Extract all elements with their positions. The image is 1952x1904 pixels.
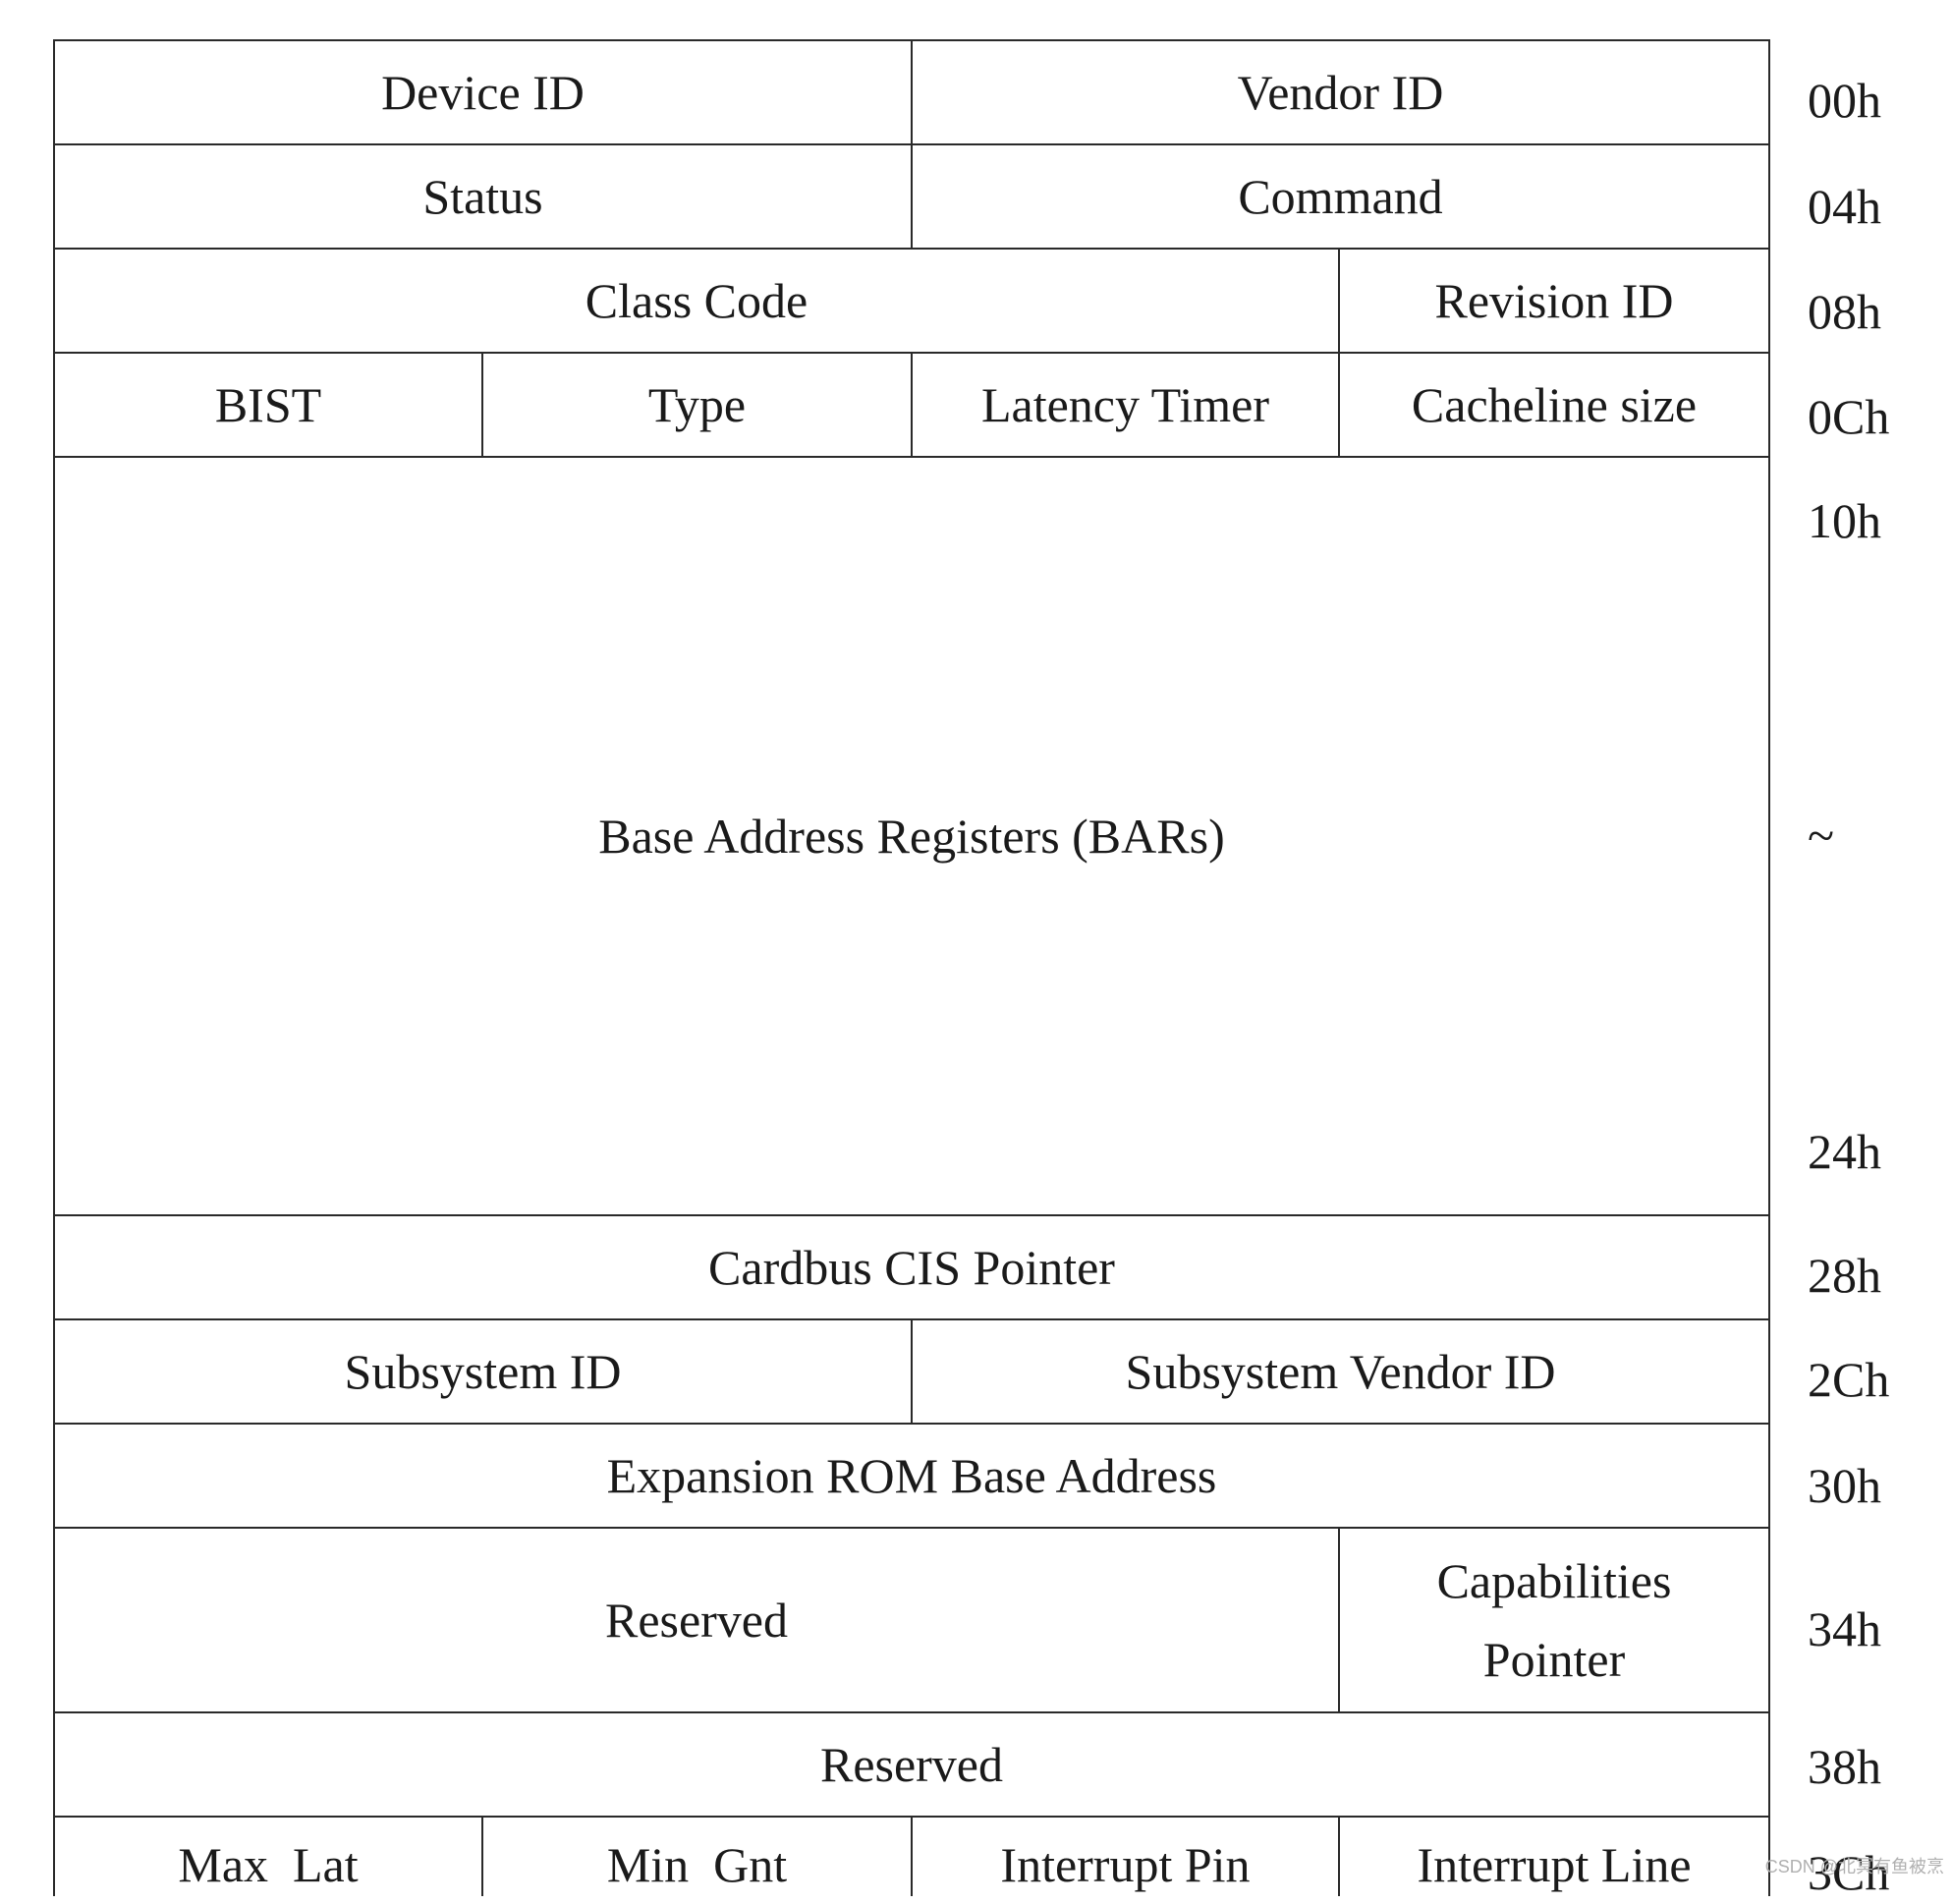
register-reserved-34h: Reserved xyxy=(53,1527,1340,1713)
offset-label-38h: 38h xyxy=(1808,1739,1881,1794)
register-label: Subsystem ID xyxy=(344,1344,622,1399)
offset-label-2ch: 2Ch xyxy=(1808,1352,1890,1407)
register-label: Cardbus CIS Pointer xyxy=(708,1240,1115,1295)
register-label: Vendor ID xyxy=(1237,65,1444,120)
register-label: Status xyxy=(422,169,543,224)
register-label: Reserved xyxy=(604,1593,789,1648)
offset-label-34h: 34h xyxy=(1808,1601,1881,1656)
register-revision-id: Revision ID xyxy=(1338,248,1770,354)
offset-label-30h: 30h xyxy=(1808,1458,1881,1513)
register-label: Command xyxy=(1238,169,1443,224)
register-subsystem-id: Subsystem ID xyxy=(53,1318,913,1425)
register-class-code: Class Code xyxy=(53,248,1340,354)
register-label: Type xyxy=(647,377,747,432)
register-label: Expansion ROM Base Address xyxy=(606,1448,1217,1503)
register-bist: BIST xyxy=(53,352,483,458)
register-label: Class Code xyxy=(585,273,809,328)
register-label: Interrupt Pin xyxy=(1000,1837,1251,1892)
register-expansion-rom-base-address: Expansion ROM Base Address xyxy=(53,1423,1770,1529)
offset-label-tilde: ~ xyxy=(1808,808,1835,863)
register-min-gnt: Min Gnt xyxy=(481,1816,913,1896)
register-label: Max Lat xyxy=(178,1837,359,1892)
register-label: Interrupt Line xyxy=(1417,1837,1692,1892)
register-label: Capabilities Pointer xyxy=(1436,1553,1672,1687)
register-max-lat: Max Lat xyxy=(53,1816,483,1896)
register-bars: Base Address Registers (BARs) xyxy=(53,456,1770,1216)
offset-label-0ch: 0Ch xyxy=(1808,389,1890,444)
watermark: CSDN @北冥有鱼被烹 xyxy=(1764,1857,1944,1876)
register-label: Revision ID xyxy=(1434,273,1674,328)
register-label: Cacheline size xyxy=(1411,377,1698,432)
register-label: Reserved xyxy=(819,1737,1004,1792)
offset-label-28h: 28h xyxy=(1808,1248,1881,1303)
register-cardbus-cis-pointer: Cardbus CIS Pointer xyxy=(53,1214,1770,1320)
register-subsystem-vendor-id: Subsystem Vendor ID xyxy=(911,1318,1770,1425)
offset-label-3ch: 3Ch xyxy=(1808,1845,1890,1900)
register-label: Device ID xyxy=(381,65,585,120)
register-reserved-38h: Reserved xyxy=(53,1711,1770,1818)
register-device-id: Device ID xyxy=(53,39,913,145)
register-type: Type xyxy=(481,352,913,458)
register-capabilities-pointer: Capabilities Pointer xyxy=(1338,1527,1770,1713)
register-interrupt-pin: Interrupt Pin xyxy=(911,1816,1340,1896)
register-vendor-id: Vendor ID xyxy=(911,39,1770,145)
register-label: BIST xyxy=(214,377,322,432)
register-label: Min Gnt xyxy=(606,1837,788,1892)
register-interrupt-line: Interrupt Line xyxy=(1338,1816,1770,1896)
register-status: Status xyxy=(53,143,913,250)
register-cacheline-size: Cacheline size xyxy=(1338,352,1770,458)
register-command: Command xyxy=(911,143,1770,250)
register-label: Subsystem Vendor ID xyxy=(1125,1344,1556,1399)
offset-label-24h: 24h xyxy=(1808,1124,1881,1179)
offset-label-08h: 08h xyxy=(1808,284,1881,339)
offset-label-00h: 00h xyxy=(1808,73,1881,128)
register-label: Latency Timer xyxy=(980,377,1270,432)
register-label: Base Address Registers (BARs) xyxy=(598,809,1225,864)
offset-label-04h: 04h xyxy=(1808,179,1881,234)
offset-label-10h: 10h xyxy=(1808,493,1881,548)
register-latency-timer: Latency Timer xyxy=(911,352,1340,458)
